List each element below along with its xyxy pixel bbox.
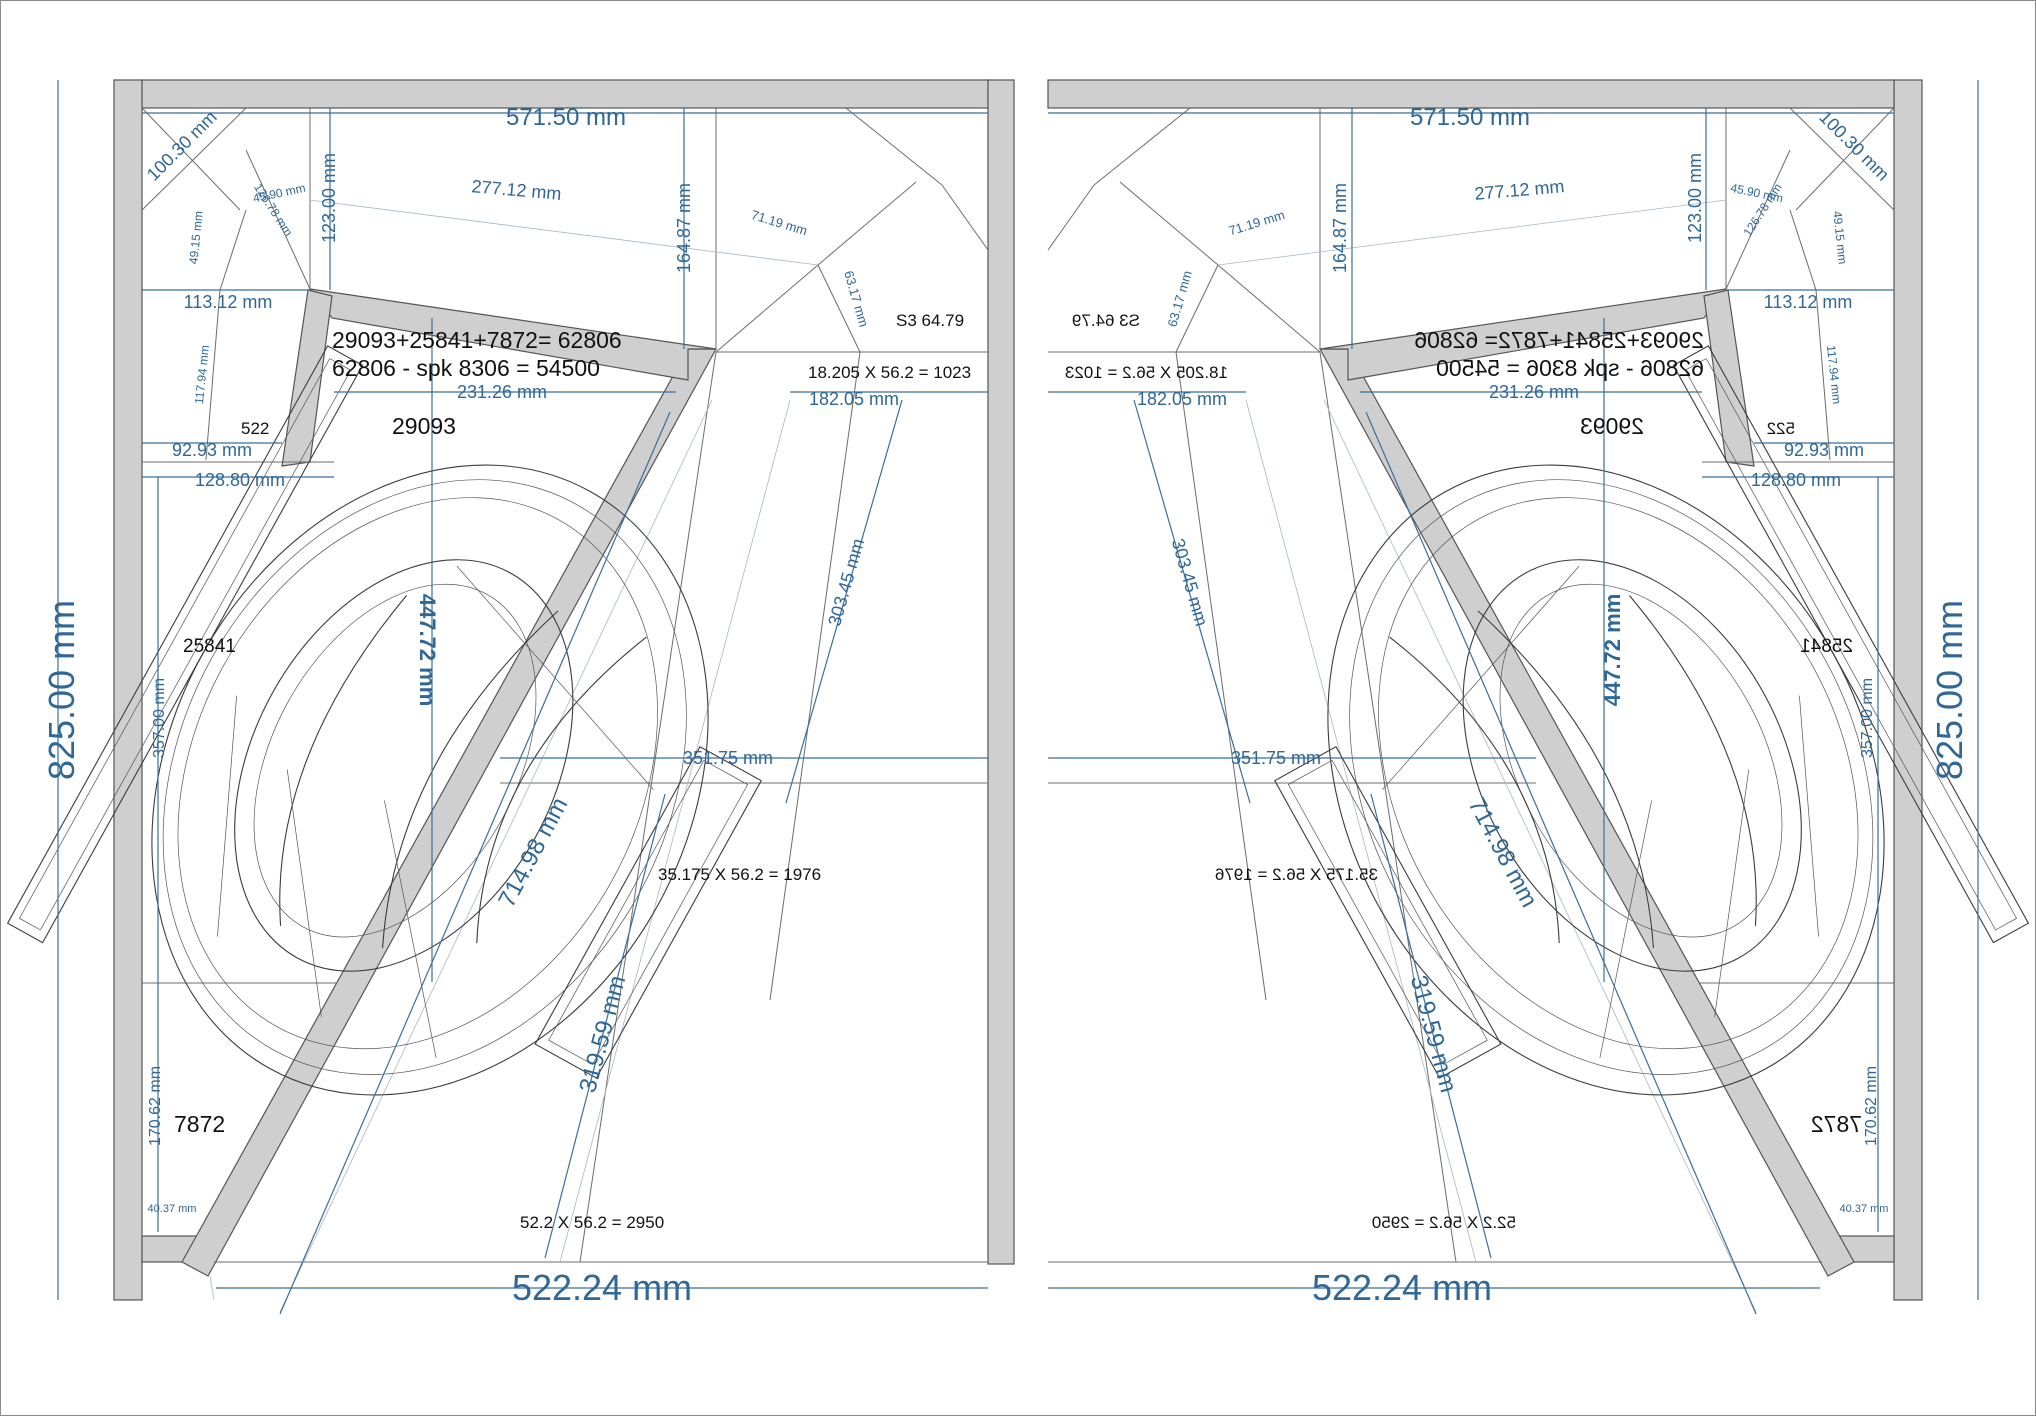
formula-sum: 29093+25841+7872= 62806 bbox=[332, 327, 622, 353]
dim-d357-r: 357.00 mm bbox=[1859, 678, 1876, 758]
volume-522-r: 522 bbox=[1767, 419, 1795, 438]
dim-d92: 92.93 mm bbox=[172, 440, 252, 460]
formula-sum-r: 29093+25841+7872= 62806 bbox=[1414, 327, 1704, 353]
volume-29093-r: 29093 bbox=[1580, 413, 1644, 439]
dim-port-depth: 123.00 mm bbox=[319, 153, 339, 243]
dim-d182-r: 182.05 mm bbox=[1137, 389, 1227, 409]
top-panel-right bbox=[1047, 79, 1895, 109]
dim-d231: 231.26 mm bbox=[457, 382, 547, 402]
formula-net: 62806 - spk 8306 = 54500 bbox=[332, 355, 600, 381]
calc-2950-r: 52.2 X 56.2 = 2950 bbox=[1372, 1213, 1516, 1232]
dim-d113: 113.12 mm bbox=[184, 292, 273, 312]
center-divider bbox=[987, 79, 1015, 1265]
volume-29093: 29093 bbox=[392, 413, 456, 439]
dim-d351-r: 351.75 mm bbox=[1231, 748, 1321, 768]
annotations-left: 29093+25841+7872= 62806 62806 - spk 8306… bbox=[174, 311, 971, 1232]
dim-d128-r: 128.80 mm bbox=[1751, 470, 1841, 490]
dim-d113-r: 113.12 mm bbox=[1764, 292, 1853, 312]
right-enclosure-mirrored: 571.50 mm 825.00 mm 522.24 mm 100.30 mm … bbox=[1047, 79, 2030, 1315]
volume-25841-r: 25841 bbox=[1800, 636, 1853, 657]
dim-height-total-r: 825.00 mm bbox=[1929, 600, 1970, 780]
calc-2950: 52.2 X 56.2 = 2950 bbox=[520, 1213, 664, 1232]
dim-d170: 170.62 mm bbox=[147, 1066, 164, 1146]
dim-h164-r: 164.87 mm bbox=[1330, 183, 1350, 273]
dim-bottom-width-r: 522.24 mm bbox=[1312, 1267, 1492, 1308]
dim-d170-r: 170.62 mm bbox=[1863, 1066, 1880, 1146]
dim-d231-r: 231.26 mm bbox=[1489, 382, 1579, 402]
dim-d117-r: 117.94 mm bbox=[1824, 344, 1844, 404]
dim-d357: 357.00 mm bbox=[151, 678, 168, 758]
construction-lines-left bbox=[141, 107, 989, 1313]
subwoofer-left bbox=[6, 345, 762, 1096]
dim-d182: 182.05 mm bbox=[809, 389, 899, 409]
calc-1023-r: 18.205 X 56.2 = 1023 bbox=[1065, 363, 1228, 382]
dim-port-depth-r: 123.00 mm bbox=[1685, 153, 1705, 243]
calc-1023: 18.205 X 56.2 = 1023 bbox=[808, 363, 971, 382]
calc-1976-r: 35.175 X 56.2 = 1976 bbox=[1215, 865, 1378, 884]
dim-top-width: 571.50 mm bbox=[506, 104, 626, 131]
formula-net-r: 62806 - spk 8306 = 54500 bbox=[1436, 355, 1704, 381]
calc-1976: 35.175 X 56.2 = 1976 bbox=[658, 865, 821, 884]
volume-25841: 25841 bbox=[183, 636, 236, 657]
right-side-panel bbox=[1893, 79, 1923, 1301]
s3-label: S3 64.79 bbox=[896, 311, 964, 330]
dimension-lines-left bbox=[57, 80, 988, 1315]
left-side-panel bbox=[113, 79, 143, 1301]
dim-d40-r: 40.37 mm bbox=[1840, 1203, 1889, 1215]
dim-top-width-r: 571.50 mm bbox=[1410, 104, 1530, 131]
dim-d49: 49.15 mm bbox=[186, 210, 206, 265]
dim-h164: 164.87 mm bbox=[674, 183, 694, 273]
volume-522: 522 bbox=[241, 419, 269, 438]
dim-d447-r: 447.72 mm bbox=[1600, 594, 1625, 707]
dim-d49-r: 49.15 mm bbox=[1830, 210, 1850, 265]
dim-d128: 128.80 mm bbox=[195, 470, 285, 490]
s3-label-r: S3 64.79 bbox=[1072, 311, 1140, 330]
volume-7872: 7872 bbox=[174, 1111, 225, 1137]
volume-7872-r: 7872 bbox=[1811, 1111, 1862, 1137]
dim-bottom-width: 522.24 mm bbox=[512, 1267, 692, 1308]
dim-d447: 447.72 mm bbox=[415, 594, 440, 707]
top-panel-left bbox=[141, 79, 989, 109]
dim-d117: 117.94 mm bbox=[192, 344, 212, 404]
dimension-lines-right bbox=[1048, 80, 1979, 1315]
annotations-right-mirrored: 29093+25841+7872= 62806 62806 - spk 8306… bbox=[1065, 311, 1862, 1232]
dim-d351: 351.75 mm bbox=[683, 748, 773, 768]
construction-lines-right bbox=[1047, 107, 1895, 1313]
dim-d40: 40.37 mm bbox=[148, 1203, 197, 1215]
subwoofer-right bbox=[1274, 345, 2030, 1096]
dim-d92-r: 92.93 mm bbox=[1784, 440, 1864, 460]
dim-height-total: 825.00 mm bbox=[41, 600, 82, 780]
